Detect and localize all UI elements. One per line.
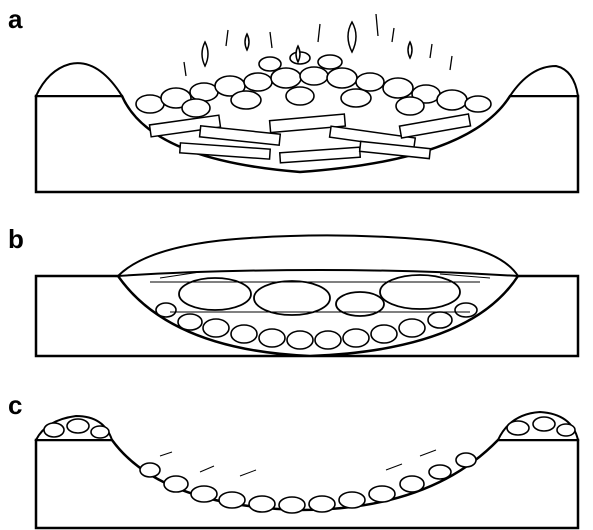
pit-diagram-b — [0, 200, 593, 360]
food-packages — [179, 275, 460, 316]
pit-diagram-a — [0, 0, 593, 200]
debris-marks — [160, 450, 436, 476]
ground-profile — [36, 96, 578, 192]
spoil-heap-left — [36, 63, 122, 96]
ground-profile — [36, 440, 578, 528]
earth-cover — [118, 235, 518, 276]
panel-a: a — [0, 0, 593, 200]
pit-diagram-c — [0, 360, 593, 530]
panel-b: b — [0, 200, 593, 360]
stones-layer — [136, 52, 491, 117]
spoil-heap-right — [510, 66, 578, 96]
panel-c: c — [0, 360, 593, 530]
